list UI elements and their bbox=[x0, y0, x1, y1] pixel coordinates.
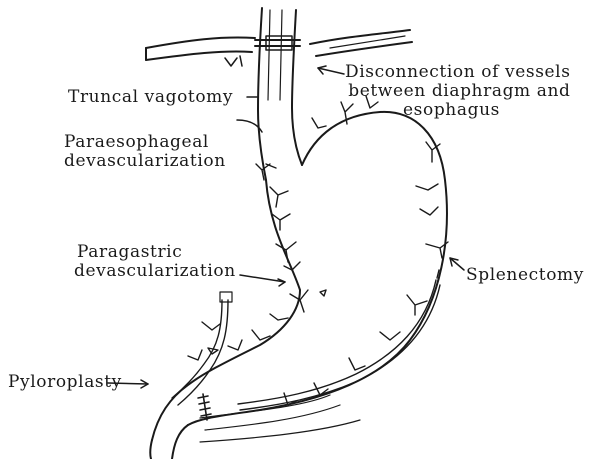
truncal-vagotomy-label: Truncal vagotomy bbox=[68, 88, 233, 107]
esophagus-drawing bbox=[255, 8, 302, 180]
paraesophageal-label-line-2: devascularization bbox=[64, 152, 226, 171]
disconnection-label-line-3: esophagus bbox=[345, 101, 571, 120]
disconnection-of-vessels-label: Disconnection of vessels between diaphra… bbox=[345, 63, 571, 120]
paraesophageal-devascularization-label: Paraesophageal devascularization bbox=[64, 133, 226, 171]
disconnection-label-line-2: between diaphragm and bbox=[343, 82, 571, 101]
paragastric-label-line-1: Paragastric bbox=[74, 243, 236, 262]
vessel-drawing bbox=[172, 270, 440, 410]
paragastric-label-line-2: devascularization bbox=[74, 262, 236, 281]
disconnection-label-line-1: Disconnection of vessels bbox=[345, 63, 571, 82]
paragastric-devascularization-label: Paragastric devascularization bbox=[74, 243, 236, 281]
pyloroplasty-sutures bbox=[198, 394, 211, 420]
paraesophageal-label-line-1: Paraesophageal bbox=[64, 133, 226, 152]
pyloroplasty-label: Pyloroplasty bbox=[8, 373, 122, 392]
splenectomy-label: Splenectomy bbox=[466, 266, 584, 285]
